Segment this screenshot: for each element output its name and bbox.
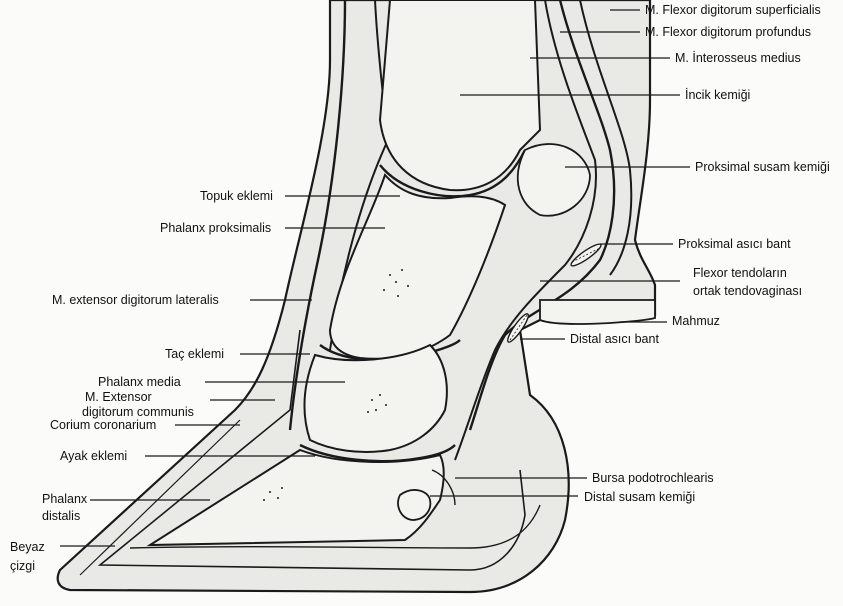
label-topuk-eklemi: Topuk eklemi: [200, 189, 273, 204]
label-m-extensor-communis-line1: M. Extensor: [85, 390, 152, 405]
label-phalanx-distalis-line2: distalis: [42, 509, 80, 524]
label-ayak-eklemi: Ayak eklemi: [60, 449, 127, 464]
label-beyaz-cizgi-line1: Beyaz: [10, 540, 45, 555]
label-m-interosseus-medius: M. İnterosseus medius: [675, 51, 801, 66]
label-incik-kemigi: İncik kemiği: [685, 88, 750, 103]
label-bursa-podotrochlearis: Bursa podotrochlearis: [592, 471, 714, 486]
label-proksimal-susam-kemigi: Proksimal susam kemiği: [695, 160, 830, 175]
label-phalanx-distalis-line1: Phalanx: [42, 492, 87, 507]
label-phalanx-media: Phalanx media: [98, 375, 181, 390]
label-flexor-tendon-line2: ortak tendovaginası: [693, 284, 802, 299]
distal-sesamoid: [398, 490, 430, 520]
label-m-flexor-superficialis: M. Flexor digitorum superficialis: [645, 3, 821, 18]
label-beyaz-cizgi-line2: çizgi: [10, 559, 35, 574]
label-distal-susam-kemigi: Distal susam kemiği: [584, 490, 695, 505]
label-proksimal-asici-bant: Proksimal asıcı bant: [678, 237, 791, 252]
label-phalanx-proksimalis: Phalanx proksimalis: [160, 221, 271, 236]
ergot: [540, 300, 655, 324]
label-m-flexor-profundus: M. Flexor digitorum profundus: [645, 25, 811, 40]
label-corium-coronarium: Corium coronarium: [50, 418, 156, 433]
label-m-extensor-lateralis: M. extensor digitorum lateralis: [52, 293, 219, 308]
label-mahmuz: Mahmuz: [672, 314, 720, 329]
label-distal-asici-bant: Distal asıcı bant: [570, 332, 659, 347]
label-flexor-tendon-line1: Flexor tendoların: [693, 266, 787, 281]
label-tac-eklemi: Taç eklemi: [165, 347, 224, 362]
